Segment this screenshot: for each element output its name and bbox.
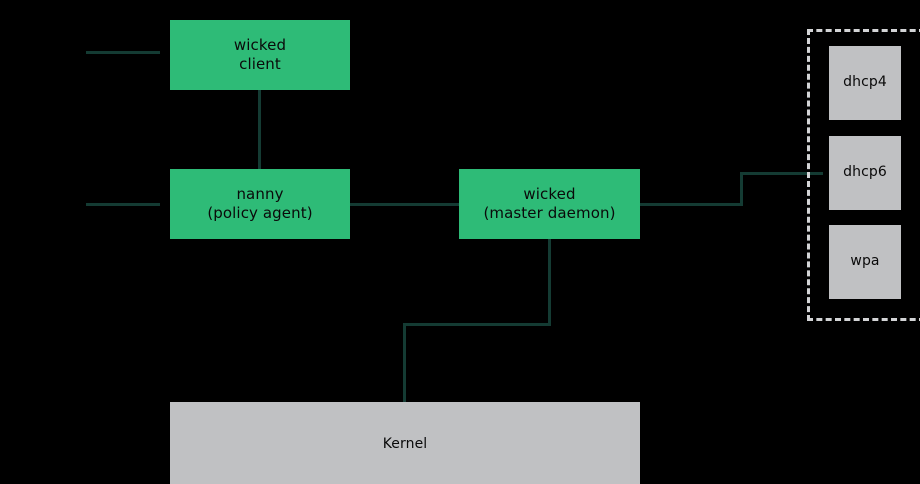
edge-nanny-to-wicked-master — [350, 203, 459, 206]
node-wicked-client-label: wicked client — [233, 35, 287, 73]
node-wicked-client[interactable]: wicked client — [170, 20, 350, 90]
node-dhcp6[interactable]: dhcp6 — [829, 136, 901, 210]
node-nanny-label: nanny (policy agent) — [207, 184, 313, 222]
node-dhcp4[interactable]: dhcp4 — [829, 46, 901, 120]
node-kernel[interactable]: Kernel — [170, 402, 640, 484]
node-dhcp4-label: dhcp4 — [843, 74, 887, 91]
node-kernel-label: Kernel — [382, 436, 428, 452]
edge-wicked-master-to-supplicants-segment-3 — [740, 172, 823, 175]
edge-wicked-master-to-kernel-segment-2 — [403, 323, 551, 326]
node-nanny[interactable]: nanny (policy agent) — [170, 169, 350, 239]
node-wpa[interactable]: wpa — [829, 225, 901, 299]
node-wicked-master-daemon-label: wicked (master daemon) — [483, 184, 616, 222]
edge-wicked-master-to-supplicants-segment-2 — [740, 172, 743, 206]
edge-external-to-nanny — [86, 203, 160, 206]
edge-wicked-master-to-kernel-segment-3 — [403, 323, 406, 402]
edge-external-to-wicked-client — [86, 51, 160, 54]
node-wpa-label: wpa — [850, 253, 880, 270]
edge-wicked-client-to-nanny — [258, 90, 261, 169]
supplicant-group-container — [807, 29, 920, 321]
node-dhcp6-label: dhcp6 — [843, 164, 887, 181]
edge-wicked-master-to-kernel-segment-1 — [548, 239, 551, 326]
node-wicked-master-daemon[interactable]: wicked (master daemon) — [459, 169, 640, 239]
edge-wicked-master-to-supplicants-segment-1 — [640, 203, 743, 206]
